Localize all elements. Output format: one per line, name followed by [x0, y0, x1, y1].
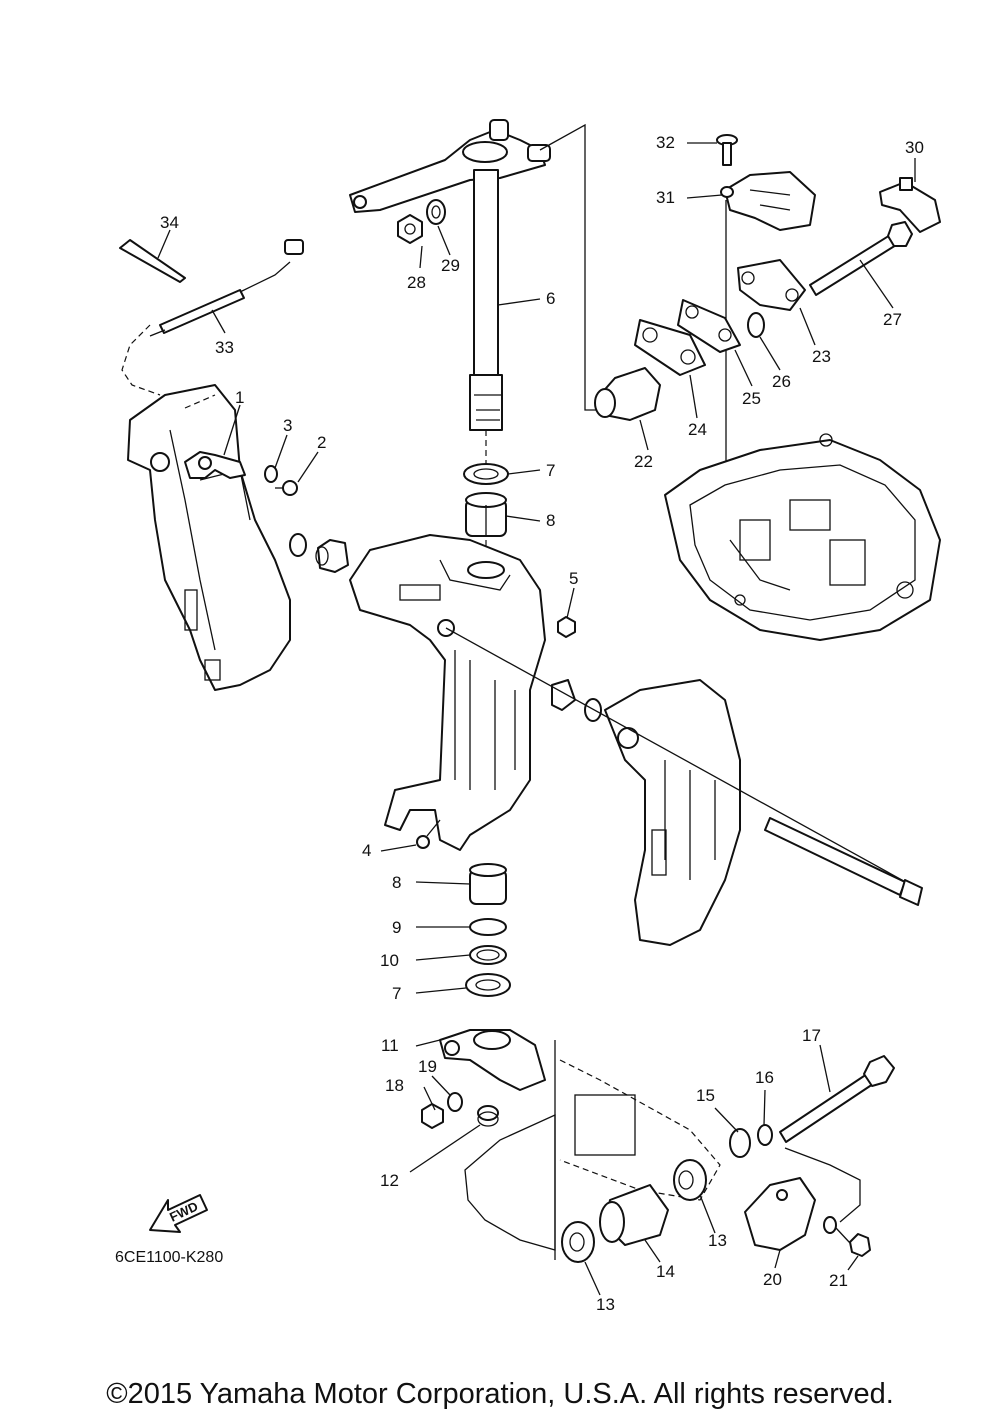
steering-shaft: [469, 169, 503, 431]
part-label: 19: [418, 1057, 437, 1076]
trim-lever-1: [184, 451, 246, 479]
plate-23: [737, 259, 806, 311]
bolt-17: [779, 1055, 895, 1143]
part-label: 14: [656, 1262, 675, 1281]
mount-13-right: [673, 1159, 707, 1201]
clamp-bracket-left: [127, 384, 291, 691]
part-label: 2: [317, 433, 326, 452]
washer-16: [757, 1124, 773, 1146]
part-label: 26: [772, 372, 791, 391]
tie-wrap-34: [119, 239, 186, 283]
washer-21a: [823, 1216, 837, 1234]
part-label: 24: [688, 420, 707, 439]
washer-3: [264, 465, 278, 483]
diagram-code: 6CE1100-K280: [115, 1249, 223, 1266]
part-label: 7: [546, 461, 555, 480]
fwd-arrow-icon: FWD: [149, 1194, 208, 1233]
part-label: 34: [160, 213, 179, 232]
spring-12: [477, 1105, 499, 1127]
part-label: 16: [755, 1068, 774, 1087]
washer-19: [447, 1092, 463, 1112]
cover-20: [744, 1147, 861, 1251]
o-ring-9: [469, 918, 507, 936]
clamp-bracket-right: [604, 679, 741, 946]
part-label: 21: [829, 1271, 848, 1290]
washer-10: [469, 945, 507, 965]
part-label: 8: [546, 511, 555, 530]
part-label: 27: [883, 310, 902, 329]
bolt-21: [835, 1227, 871, 1257]
part-label: 3: [283, 416, 292, 435]
bushing-8-upper: [465, 492, 507, 537]
nut-28: [397, 214, 423, 244]
engine-base: [664, 433, 941, 641]
part-label: 28: [407, 273, 426, 292]
part-label: 32: [656, 133, 675, 152]
part-label: 33: [215, 338, 234, 357]
part-label: 13: [596, 1295, 615, 1314]
nut-5: [557, 616, 576, 638]
part-label: 30: [905, 138, 924, 157]
bushing-8-lower: [469, 863, 507, 905]
part-label: 11: [381, 1036, 399, 1055]
clamp-31: [720, 171, 816, 231]
part-label: 18: [385, 1076, 404, 1095]
part-label: 23: [812, 347, 831, 366]
part-label: 1: [235, 388, 244, 407]
part-label: 5: [569, 569, 578, 588]
tilt-tube: [764, 817, 923, 906]
screw-4: [416, 819, 441, 849]
part-label: 13: [708, 1231, 727, 1250]
washer-7-upper: [463, 463, 509, 485]
lower-bracket-11: [439, 1029, 546, 1091]
washer-15: [729, 1128, 751, 1158]
nut-18: [421, 1103, 444, 1129]
plate-25: [677, 299, 741, 353]
washer-29: [426, 199, 446, 225]
washer-7-lower: [465, 973, 511, 997]
part-label: 22: [634, 452, 653, 471]
mount-22: [594, 367, 661, 421]
screw-2: [275, 480, 298, 496]
part-label: 29: [441, 256, 460, 275]
bushing-right: [551, 679, 602, 722]
wire-harness-33: [121, 239, 304, 396]
part-label: 6: [546, 289, 555, 308]
washer-26: [747, 312, 765, 338]
cap-30: [879, 177, 941, 233]
part-label: 15: [696, 1086, 715, 1105]
part-label: 17: [802, 1026, 821, 1045]
leader-lines: [157, 142, 916, 1296]
mount-13-left: [561, 1221, 595, 1263]
part-label: 8: [392, 873, 401, 892]
plate-24: [634, 319, 706, 376]
mount-14: [599, 1184, 669, 1246]
part-labels: 1 2 3 4 5 6 7 8 8 9 10 7 11 12 13 13 14 …: [160, 133, 924, 1314]
part-label: 9: [392, 918, 401, 937]
part-label: 10: [380, 951, 399, 970]
part-label: 12: [380, 1171, 399, 1190]
part-label: 31: [656, 188, 675, 207]
part-label: 7: [392, 984, 401, 1003]
bushing-left: [289, 533, 349, 573]
bolt-32: [716, 134, 738, 166]
bolt-27: [809, 221, 913, 296]
part-label: 25: [742, 389, 761, 408]
part-label: 4: [362, 841, 371, 860]
steering-arm: [349, 119, 551, 213]
swivel-bracket: [349, 534, 546, 851]
copyright-notice: ©2015 Yamaha Motor Corporation, U.S.A. A…: [106, 1378, 894, 1410]
part-label: 20: [763, 1270, 782, 1289]
